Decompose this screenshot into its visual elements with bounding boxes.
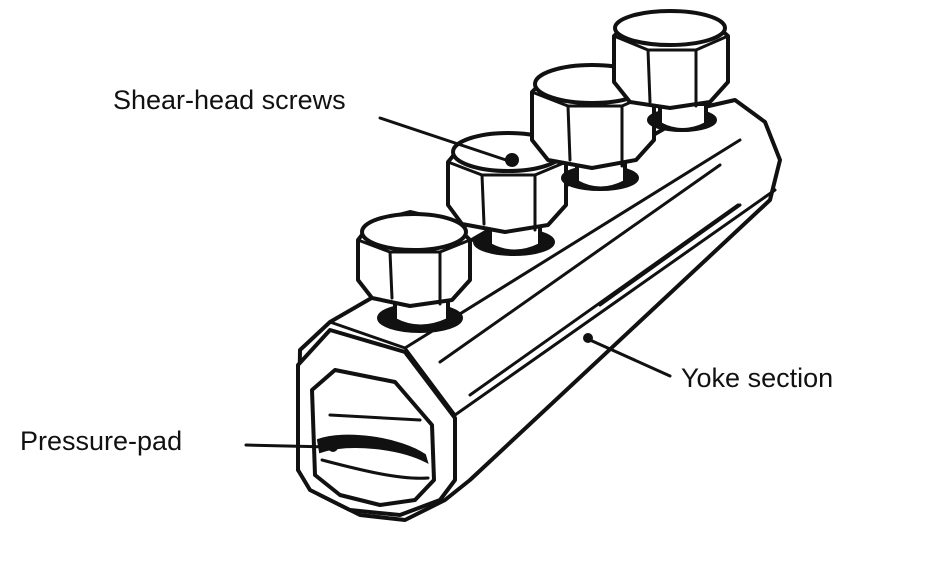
leader-yoke-dot — [583, 333, 593, 343]
shear-head-screw-1 — [356, 210, 472, 333]
leader-pad-dot — [328, 442, 338, 452]
label-yoke-section: Yoke section — [681, 363, 834, 393]
shear-head-screw-2 — [446, 131, 568, 256]
leader-yoke-section — [588, 338, 672, 378]
yoke-front-opening — [296, 328, 457, 517]
leader-pressure-pad — [244, 443, 332, 449]
shear-head-screw-4 — [612, 9, 730, 132]
label-shear-head-screws: Shear-head screws — [113, 85, 346, 115]
leader-shear-head-screws — [378, 116, 508, 162]
label-pressure-pad: Pressure-pad — [20, 426, 183, 456]
